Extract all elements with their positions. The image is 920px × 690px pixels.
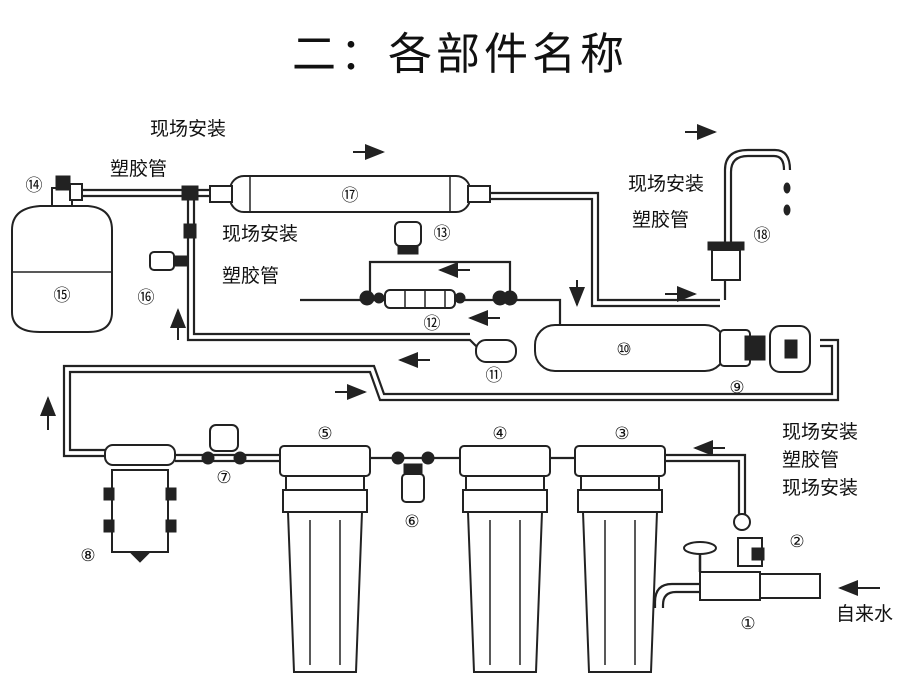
tee-fitting bbox=[149, 185, 199, 271]
check-valve bbox=[475, 339, 517, 363]
part-number-13: ⑬ bbox=[434, 224, 451, 244]
pipes bbox=[62, 188, 840, 520]
pressure-switch bbox=[391, 451, 435, 503]
part-number-12: ⑫ bbox=[424, 314, 441, 334]
label-site-install-top: 现场安装 bbox=[150, 118, 226, 140]
label-site-install-right: 现场安装 bbox=[782, 421, 858, 443]
flow-arrows bbox=[40, 124, 880, 596]
part-number-11: ⑪ bbox=[486, 366, 503, 386]
part-number-7: ⑦ bbox=[216, 468, 231, 488]
filter-housing-3 bbox=[574, 445, 666, 673]
part-number-6: ⑥ bbox=[404, 512, 419, 532]
pressure-tank bbox=[11, 187, 113, 333]
label-site-install-right2: 现场安装 bbox=[782, 477, 858, 499]
part-number-3: ③ bbox=[614, 424, 629, 444]
label-plastic-pipe-mid: 塑胶管 bbox=[222, 265, 279, 287]
flush-valve bbox=[394, 221, 422, 255]
feed-valve bbox=[733, 513, 765, 567]
waste-ratio bbox=[359, 289, 518, 309]
part-number-17: ⑰ bbox=[342, 186, 359, 206]
tank-valve bbox=[55, 175, 83, 201]
part-number-9: ⑨ bbox=[729, 378, 744, 398]
filter-housing-4 bbox=[459, 445, 551, 673]
part-number-10: ⑩ bbox=[616, 340, 631, 360]
label-plastic-pipe-faucet: 塑胶管 bbox=[632, 209, 689, 231]
pure-water-faucet bbox=[707, 148, 792, 281]
label-plastic-pipe-right: 塑胶管 bbox=[782, 449, 839, 471]
ro-membrane bbox=[534, 324, 811, 373]
part-number-1: ① bbox=[740, 614, 755, 634]
page-title: 二：各部件名称 bbox=[292, 29, 628, 80]
tap bbox=[653, 541, 821, 608]
part-number-2: ② bbox=[789, 532, 804, 552]
part-number-8: ⑧ bbox=[80, 546, 95, 566]
solenoid-valve bbox=[201, 424, 247, 465]
part-number-4: ④ bbox=[492, 424, 507, 444]
part-number-18: ⑱ bbox=[754, 226, 771, 246]
booster-pump bbox=[103, 444, 177, 563]
label-plastic-pipe-top: 塑胶管 bbox=[110, 158, 167, 180]
part-number-15: ⑮ bbox=[54, 286, 71, 306]
filter-housing-5 bbox=[279, 445, 371, 673]
label-site-install-faucet: 现场安装 bbox=[628, 173, 704, 195]
label-site-install-mid: 现场安装 bbox=[222, 223, 298, 245]
part-number-14: ⑭ bbox=[26, 176, 43, 196]
part-number-16: ⑯ bbox=[138, 288, 155, 308]
label-tap-water: 自来水 bbox=[836, 603, 893, 625]
part-number-5: ⑤ bbox=[317, 424, 332, 444]
post-carbon-filter bbox=[209, 175, 491, 213]
